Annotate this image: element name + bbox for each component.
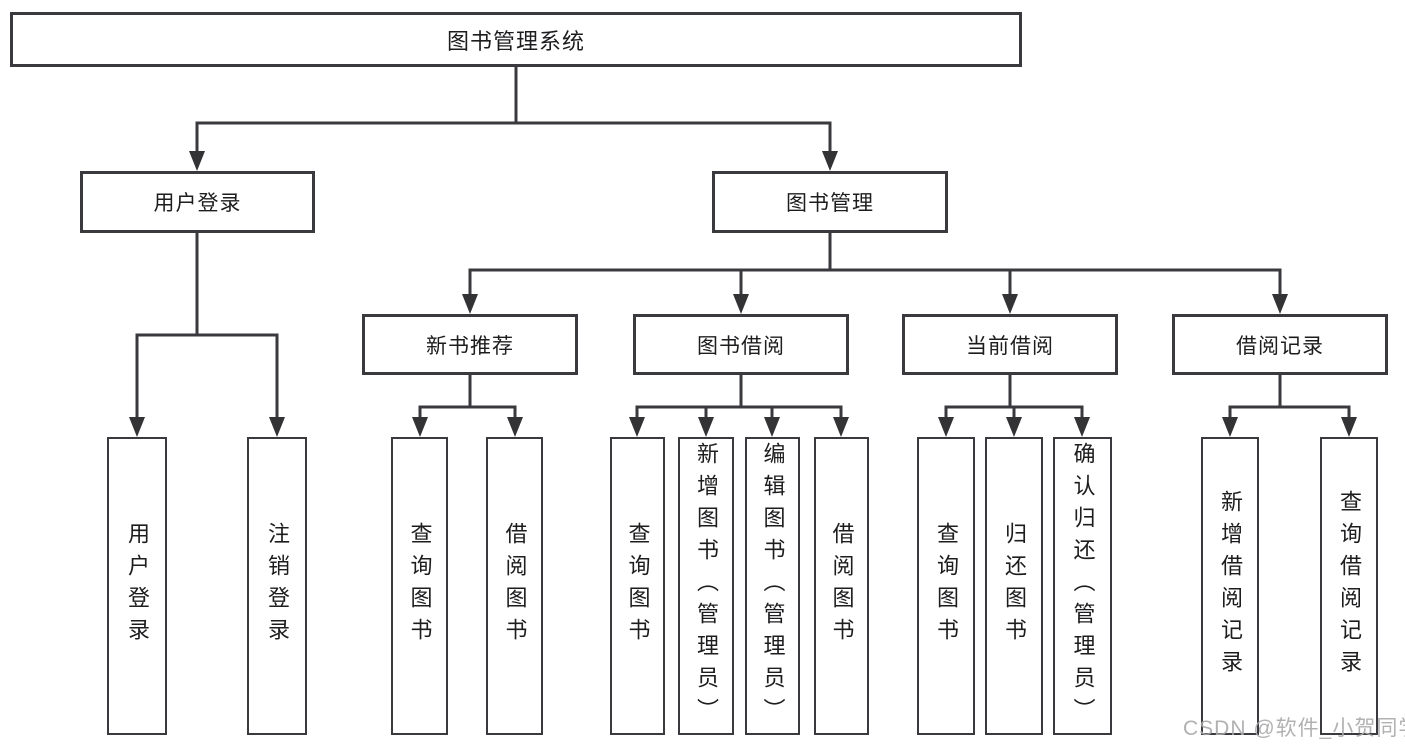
leaf-label: 编辑图书（管理员） bbox=[760, 442, 786, 730]
leaf-borrow-books-recommend: 借阅图书 bbox=[486, 437, 543, 735]
leaf-label: 确认归还（管理员） bbox=[1070, 442, 1096, 730]
node-new-book-recommendation: 新书推荐 bbox=[362, 314, 578, 375]
node-user-login-branch: 用户登录 bbox=[80, 171, 315, 233]
node-label: 新书推荐 bbox=[426, 334, 514, 358]
leaf-borrow-books: 借阅图书 bbox=[814, 437, 869, 735]
csdn-watermark: CSDN @软件_小贺同学 bbox=[1183, 717, 1405, 740]
leaf-query-books-borrow: 查询图书 bbox=[610, 437, 665, 735]
leaf-label: 查询图书 bbox=[625, 522, 651, 650]
leaf-label: 用户登录 bbox=[125, 522, 150, 650]
leaf-edit-books-admin: 编辑图书（管理员） bbox=[745, 437, 800, 735]
leaf-query-books-recommend: 查询图书 bbox=[391, 437, 448, 735]
leaf-label: 新增借阅记录 bbox=[1218, 490, 1243, 682]
node-label: 当前借阅 bbox=[966, 334, 1054, 358]
leaf-label: 查询借阅记录 bbox=[1337, 490, 1362, 682]
leaf-return-books: 归还图书 bbox=[985, 437, 1043, 735]
leaf-label: 借阅图书 bbox=[502, 522, 528, 650]
leaf-label: 新增图书（管理员） bbox=[694, 442, 719, 730]
node-label: 图书管理 bbox=[786, 192, 874, 215]
node-book-management-branch: 图书管理 bbox=[712, 171, 948, 233]
leaf-query-books-current: 查询图书 bbox=[917, 437, 975, 735]
leaf-label: 归还图书 bbox=[1002, 522, 1027, 650]
leaf-confirm-return-admin: 确认归还（管理员） bbox=[1053, 437, 1112, 735]
leaf-label: 借阅图书 bbox=[829, 522, 855, 650]
node-label: 图书借阅 bbox=[697, 334, 785, 358]
leaf-add-borrow-record: 新增借阅记录 bbox=[1201, 437, 1259, 735]
leaf-label: 查询图书 bbox=[934, 522, 959, 650]
node-label: 用户登录 bbox=[153, 192, 242, 215]
node-book-borrowing: 图书借阅 bbox=[633, 314, 849, 375]
leaf-label: 查询图书 bbox=[407, 522, 433, 650]
leaf-query-borrow-record: 查询借阅记录 bbox=[1320, 437, 1378, 735]
node-label: 图书管理系统 bbox=[446, 28, 585, 54]
node-library-management-system: 图书管理系统 bbox=[10, 12, 1022, 67]
node-label: 借阅记录 bbox=[1236, 334, 1324, 358]
leaf-add-books-admin: 新增图书（管理员） bbox=[678, 437, 734, 735]
leaf-label: 注销登录 bbox=[265, 522, 290, 650]
node-borrowing-records: 借阅记录 bbox=[1172, 314, 1388, 375]
node-current-borrowing: 当前借阅 bbox=[902, 314, 1118, 375]
leaf-user-login: 用户登录 bbox=[107, 437, 167, 735]
leaf-logout: 注销登录 bbox=[247, 437, 307, 735]
